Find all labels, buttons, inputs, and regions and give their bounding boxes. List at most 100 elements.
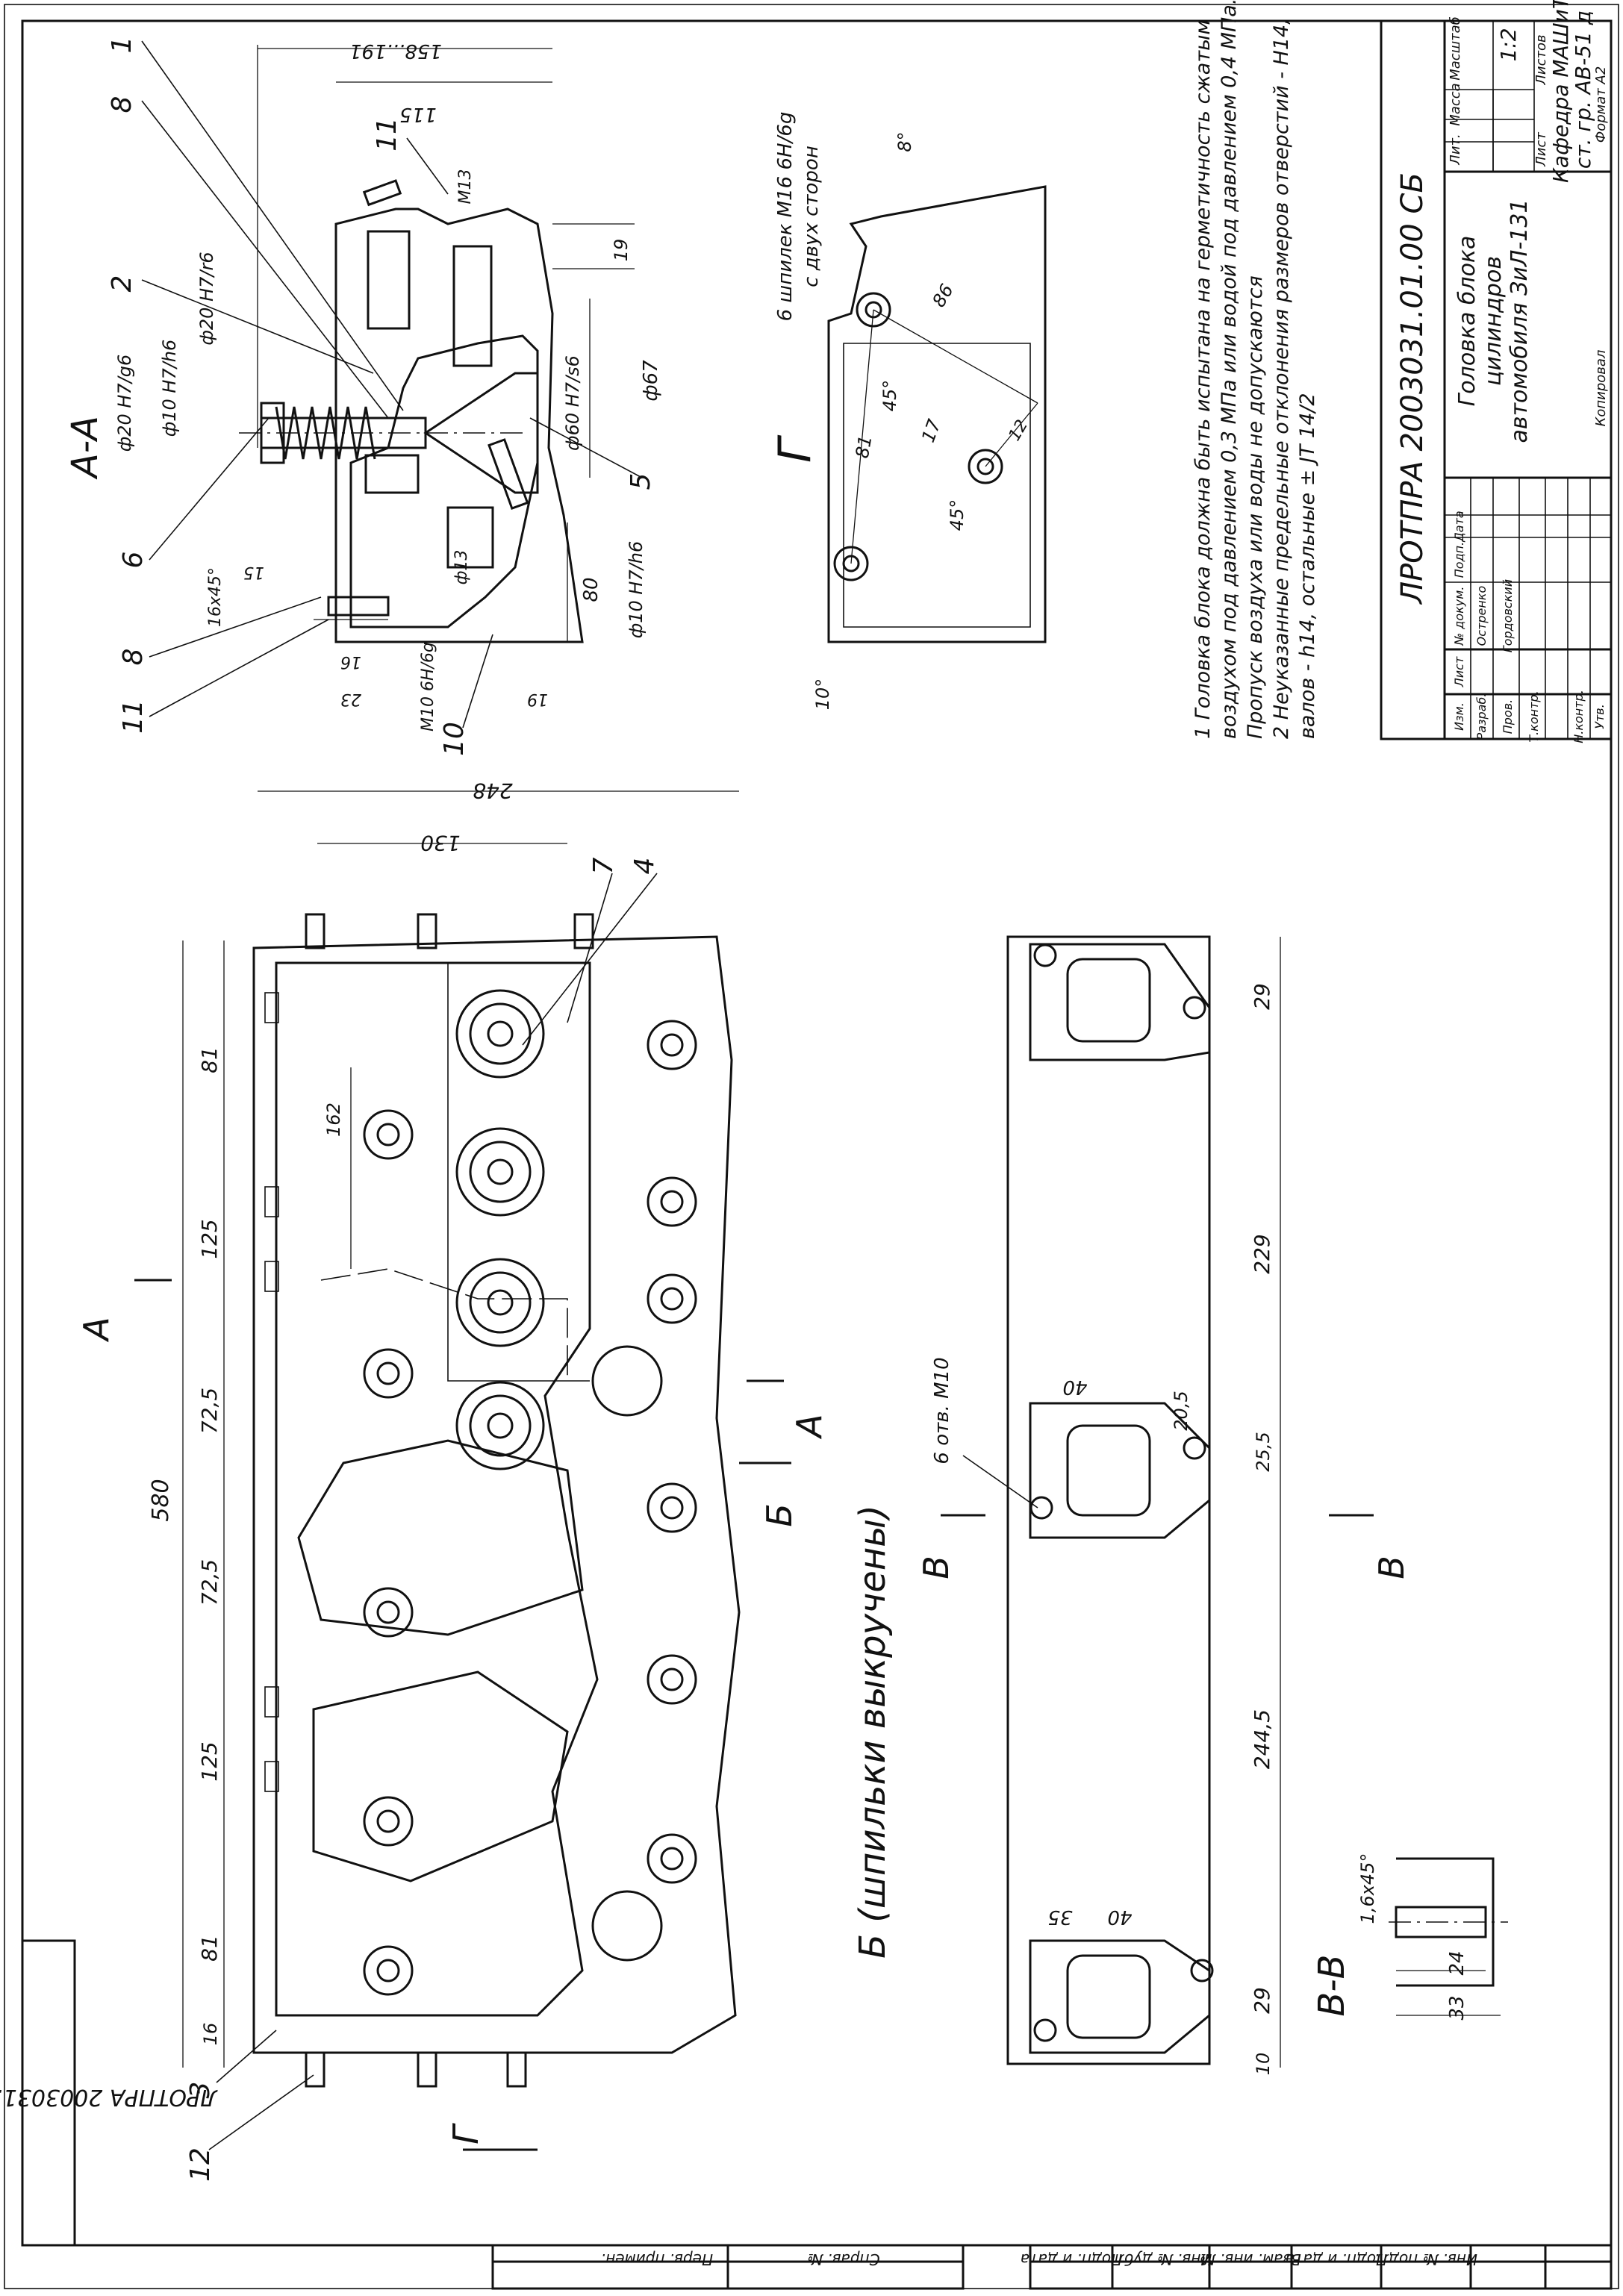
sig-header-sign: Подп.: [1452, 542, 1466, 578]
callout-1: 1: [107, 37, 137, 54]
dim-aa-phi20-g6: ф20 H7/g6: [114, 355, 135, 452]
dim-plan-16: 16: [200, 2023, 221, 2046]
cut-v-right: В: [1371, 1556, 1412, 1579]
dim-manifold-29a: 29: [1250, 983, 1274, 1010]
view-g-12: 12: [1006, 417, 1032, 444]
view-g-studs: 6 шпилек M16 6H/6g: [774, 112, 797, 322]
dim-manifold-10: 10: [1253, 2053, 1274, 2076]
side-code-box: ЛРОТПРА 2003031.01.00 СБ: [0, 1939, 218, 2247]
margin-label-dup-inv: Инв. № дубл.: [1110, 2250, 1212, 2268]
sig-name-0: Лист: [1452, 656, 1466, 687]
callout-10: 10: [439, 722, 470, 756]
title-block: ЛРОТПРА 2003031.01.00 СБ Головка блока ц…: [1380, 0, 1613, 743]
sig-role-2: Пров.: [1501, 699, 1515, 734]
dim-manifold-35: 35: [1047, 1906, 1072, 1928]
sheet-label-mass: Масса: [1448, 83, 1463, 125]
sheet-label-lit: Лит.: [1448, 134, 1463, 165]
bolt-holes: [363, 1020, 697, 1996]
title-doc-code: ЛРОТПРА 2003031.01.00 СБ: [1395, 172, 1430, 605]
side-doc-code: ЛРОТПРА 2003031.01.00 СБ: [0, 2084, 218, 2110]
dim-aa-phi20-r6: ф20 H7/r6: [196, 252, 217, 345]
dim-plan-125b: 125: [197, 1741, 222, 1781]
note-line-4: 2 Неуказанные предельные отклонения разм…: [1270, 18, 1293, 739]
title-line-1: Головка блока: [1454, 236, 1480, 407]
sheet-row-sheet: Лист: [1533, 132, 1549, 167]
callout-7: 7: [588, 857, 619, 874]
note-line-1: 1 Головка блока должна быть испытана на …: [1191, 19, 1215, 739]
format-label: Формат А2: [1593, 66, 1609, 143]
dim-manifold-40a: 40: [1062, 1376, 1087, 1398]
margin-label-orig-inv: Инв. № подл.: [1374, 2250, 1477, 2268]
dim-aa-phi67: ф67: [640, 360, 662, 402]
dim-manifold-40b: 40: [1107, 1906, 1132, 1928]
dim-plan-81b: 81: [197, 1935, 222, 1962]
dim-aa-m10: M10 6H/6g: [419, 642, 437, 731]
note-line-5: валов - h14, остальные ± JT 14/2: [1296, 393, 1319, 739]
callout-6: 6: [118, 552, 149, 569]
dim-plan-72-5a: 72,5: [197, 1388, 222, 1434]
section-aa-label: А-А: [64, 416, 106, 480]
sig-header-doc: № докум.: [1452, 587, 1466, 646]
dim-plan-72-5b: 72,5: [197, 1559, 222, 1606]
plan-view: 580 81 125 72,5 72,5 125 81 16 248 130 1…: [76, 779, 829, 2182]
section-vv-label: В-В: [1311, 1954, 1353, 2016]
view-g-8deg: 8°: [894, 131, 915, 152]
manifold-port-3: [1029, 1939, 1214, 2054]
margin-block: Перв. примен. Справ. № Подп. и дата Инв.…: [491, 2244, 1613, 2290]
org-line-2: ст. гр. АВ-51 д: [1571, 10, 1595, 169]
view-g-10deg: 10°: [812, 678, 833, 711]
margin-label-sign-date-1: Подп. и дата: [1021, 2250, 1122, 2268]
cut-g: Г: [446, 2123, 486, 2144]
dim-manifold-229: 229: [1250, 1234, 1274, 1273]
dim-manifold-20-5: 20,5: [1171, 1391, 1191, 1430]
cut-v-left: В: [916, 1556, 956, 1579]
title-line-2: цилиндров: [1480, 256, 1507, 386]
org-line-1: Кафедра МАШиТ: [1548, 0, 1573, 183]
sig-name-2: Гордовский: [1501, 579, 1515, 652]
cut-a-bottom: А: [789, 1414, 829, 1439]
callout-3: 3: [185, 2082, 216, 2099]
cut-b: Б: [759, 1503, 800, 1527]
dim-vv-chamfer: 1,6x45°: [1357, 1853, 1378, 1924]
dim-aa-phi60: ф60 H7/s6: [562, 355, 583, 451]
dim-plan-162: 162: [323, 1102, 344, 1137]
note-line-3: Пропуск воздуха или воды не допускаются: [1244, 275, 1267, 739]
title-line-3: автомобиля ЗиЛ-131: [1507, 199, 1533, 443]
copied-label: Копировал: [1593, 350, 1609, 427]
callout-2: 2: [107, 275, 137, 293]
dim-aa-115: 115: [399, 103, 437, 125]
section-aa: А-А 158...191 115 19 ф67 ф60 H7/s6 ф20 H…: [64, 37, 662, 756]
view-g: Г 6 шпилек M16 6H/6g с двух сторон 8° 86…: [769, 112, 1047, 711]
cut-a-top: А: [76, 1317, 116, 1342]
callout-8: 8: [107, 96, 137, 113]
view-g-81: 81: [852, 434, 876, 460]
view-b-label: Б (шпильки выкручены): [852, 1505, 894, 1959]
margin-label-ref-no: Справ. №: [807, 2250, 879, 2268]
outer-trim-frame: [4, 4, 1619, 2289]
callout-12: 12: [185, 2147, 216, 2182]
dim-aa-19-b: 19: [527, 690, 548, 708]
sig-header-date: Дата: [1452, 511, 1466, 542]
dim-aa-23: 23: [340, 690, 361, 708]
manifold-port-1: [1029, 943, 1211, 1061]
note-line-2: воздухом под давлением 0,3 МПа или водой…: [1218, 0, 1241, 739]
sig-role-1: Разраб.: [1474, 693, 1489, 740]
dim-plan-580: 580: [148, 1479, 174, 1521]
margin-label-sign-date-2: Подп. и дата: [1286, 2250, 1387, 2268]
sheet-row-sheets: Листов: [1533, 34, 1549, 85]
dim-manifold-25-5: 25,5: [1253, 1432, 1274, 1471]
dim-aa-16: 16: [340, 652, 361, 671]
sig-role-0: Изм.: [1452, 702, 1466, 731]
dim-aa-phi10-h6-b: ф10 H7/h6: [626, 541, 647, 639]
sig-role-3: Т.контр.: [1527, 690, 1541, 742]
view-g-label: Г: [769, 434, 821, 463]
callout-4: 4: [629, 858, 660, 875]
dim-plan-248: 248: [473, 779, 512, 803]
view-b: Б (шпильки выкручены) 29 229 25,5 20,5 4…: [852, 935, 1412, 2076]
dim-manifold-244-5: 244,5: [1250, 1709, 1274, 1769]
view-g-17: 17: [918, 416, 945, 445]
valve-group: [455, 989, 545, 1470]
dim-aa-phi13: ф13: [452, 550, 471, 585]
margin-label-first-use: Перв. примен.: [601, 2250, 713, 2268]
